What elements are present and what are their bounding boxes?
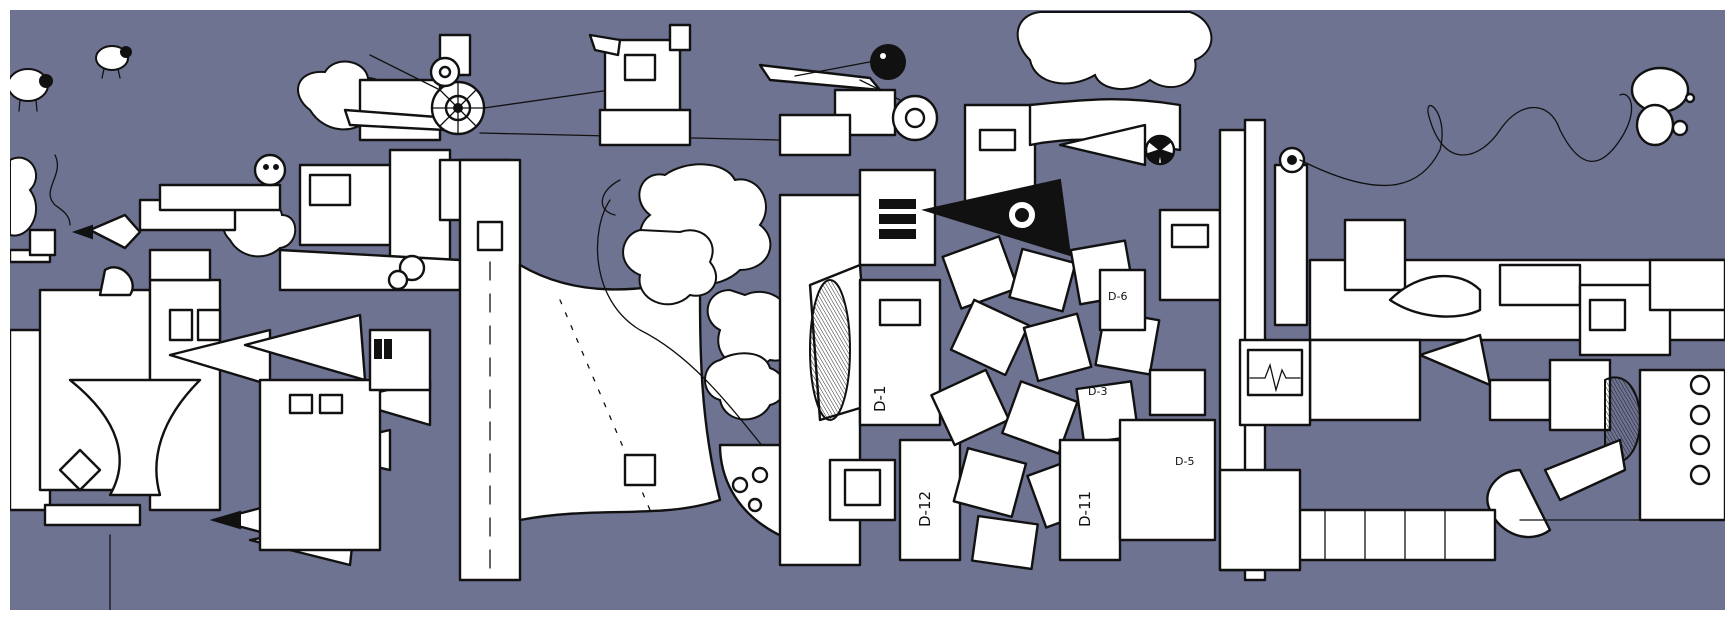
d-building-right: D-11 D-5 D-3	[1058, 208, 1222, 562]
label-d12: D-12	[916, 491, 934, 527]
curly-wire	[1299, 93, 1633, 187]
label-d1: D-1	[871, 385, 889, 412]
d-building-left: D-1 D-12	[828, 278, 962, 562]
horn-speaker	[808, 263, 872, 422]
gear-icon	[430, 80, 486, 136]
label-d11: D-11	[1076, 491, 1094, 527]
midleft-building-stack	[158, 148, 512, 292]
crane-with-ball	[758, 59, 901, 157]
rocket-icon	[921, 178, 1072, 257]
label-d5: D-5	[1175, 455, 1194, 468]
label-d3: D-3	[1088, 385, 1107, 398]
radiation-icon	[1144, 134, 1176, 166]
floating-pod	[1630, 66, 1696, 147]
satellite-dish	[1486, 438, 1701, 539]
bottom-pipe	[1218, 468, 1497, 572]
flower-pot	[718, 443, 792, 542]
label-d6: D-6	[1108, 290, 1127, 303]
rocket-right	[1604, 368, 1727, 522]
sheep-icon	[95, 45, 132, 79]
heartbeat-monitor-icon	[1238, 338, 1312, 427]
top-building-block	[588, 23, 692, 147]
left-tower-cluster	[8, 154, 237, 611]
gear-icon	[429, 56, 461, 88]
cone-cluster-left	[168, 313, 432, 567]
anchor-ball-icon	[870, 44, 906, 80]
central-road-tower	[458, 158, 722, 582]
